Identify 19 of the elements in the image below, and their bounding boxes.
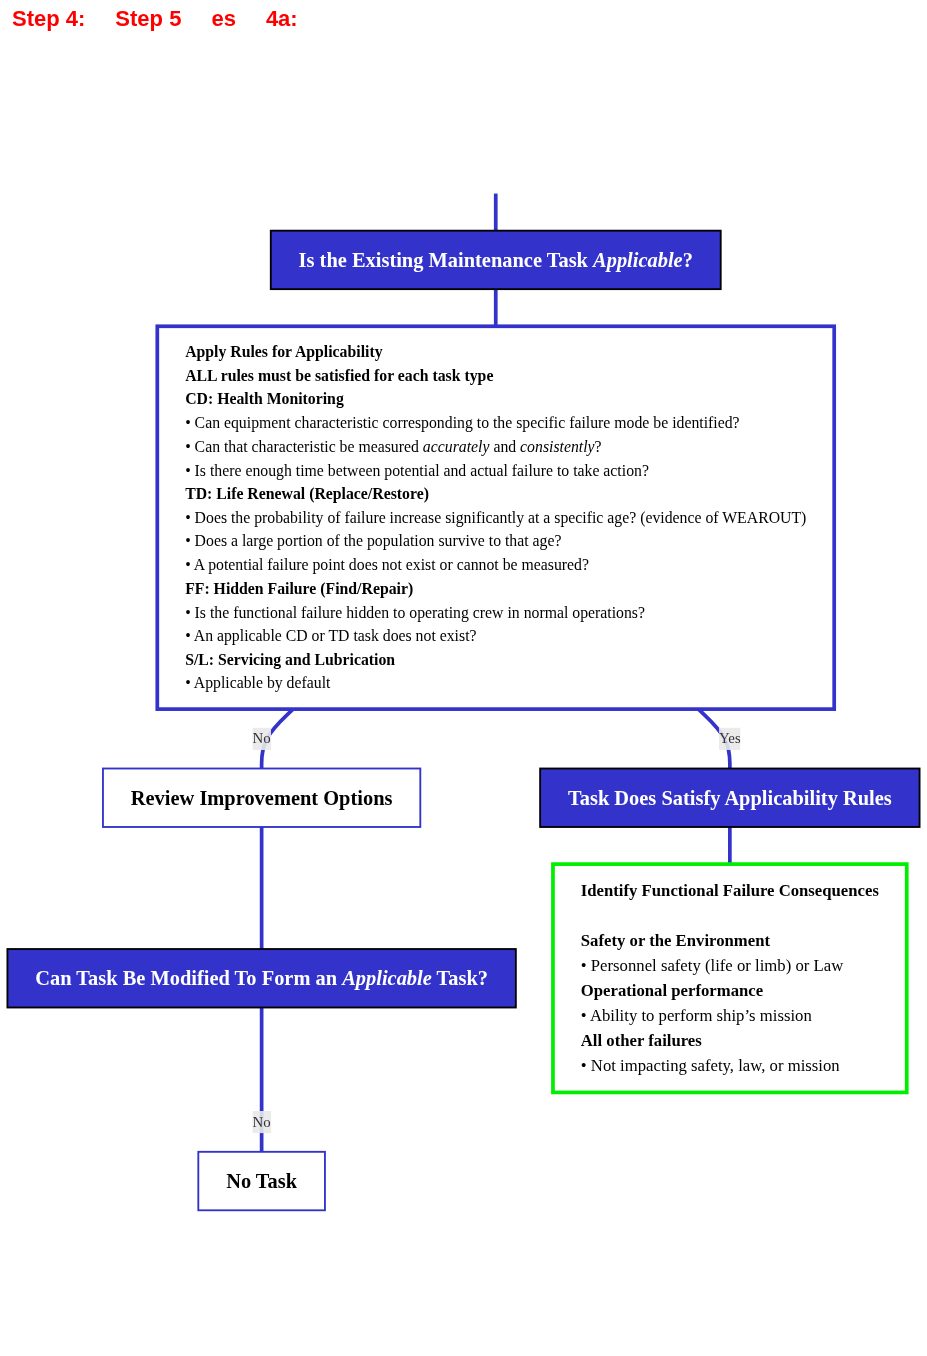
edge-label: No: [252, 730, 271, 747]
connector: [493, 193, 498, 231]
connector: [728, 827, 732, 865]
connector: [259, 1007, 264, 1152]
edge-label: Yes: [719, 730, 741, 747]
step-label: Step 4:: [12, 6, 86, 32]
step-label: es: [211, 6, 236, 32]
step-label: 4a:: [265, 6, 298, 32]
edge-label: No: [252, 1113, 271, 1130]
node-box: Task Does Satisfy Applicability Rules: [539, 767, 921, 828]
connector: [493, 289, 498, 327]
node-box: Apply Rules for Applicability ALL rules must be satisfied for each task type CD: Health Monitoring • Can equipment characteristic corresponding to the specific failure mode be identified? • Can that characteristic be measured accurately and consistently? • Is there enough time between potential and actual failure to take action? TD: Life Renewal (Replace/Restore) • Does the probability of failure increase significantly at a specific age? (evidence of WEAROUT) • Does a large portion of the population survive to that age? • A potential failure point does not exist or cannot be measured? FF: Hidden Failure (Find/Repair) • Is the functional failure hidden to operating crew in normal operations? • An applicable CD or TD task does not exist? S/L: Servicing and Lubrication • Applicable by default: [155, 324, 837, 711]
node-box: Identify Functional Failure Consequences Safety or the Environment • Personnel safety (life or limb) or Law Operational performance • Ability to perform ship’s mission All other failures • Not impacting safety, law, or mission: [551, 862, 909, 1095]
node-box: Can Task Be Modified To Form an Applicable Task?: [6, 948, 517, 1009]
node-box: Is the Existing Maintenance Task Applicable?: [269, 229, 722, 291]
node-box: Review Improvement Options: [102, 767, 422, 828]
node-box: No Task: [197, 1150, 326, 1212]
step-label: Step 5: [115, 6, 182, 32]
connector: [259, 827, 264, 950]
